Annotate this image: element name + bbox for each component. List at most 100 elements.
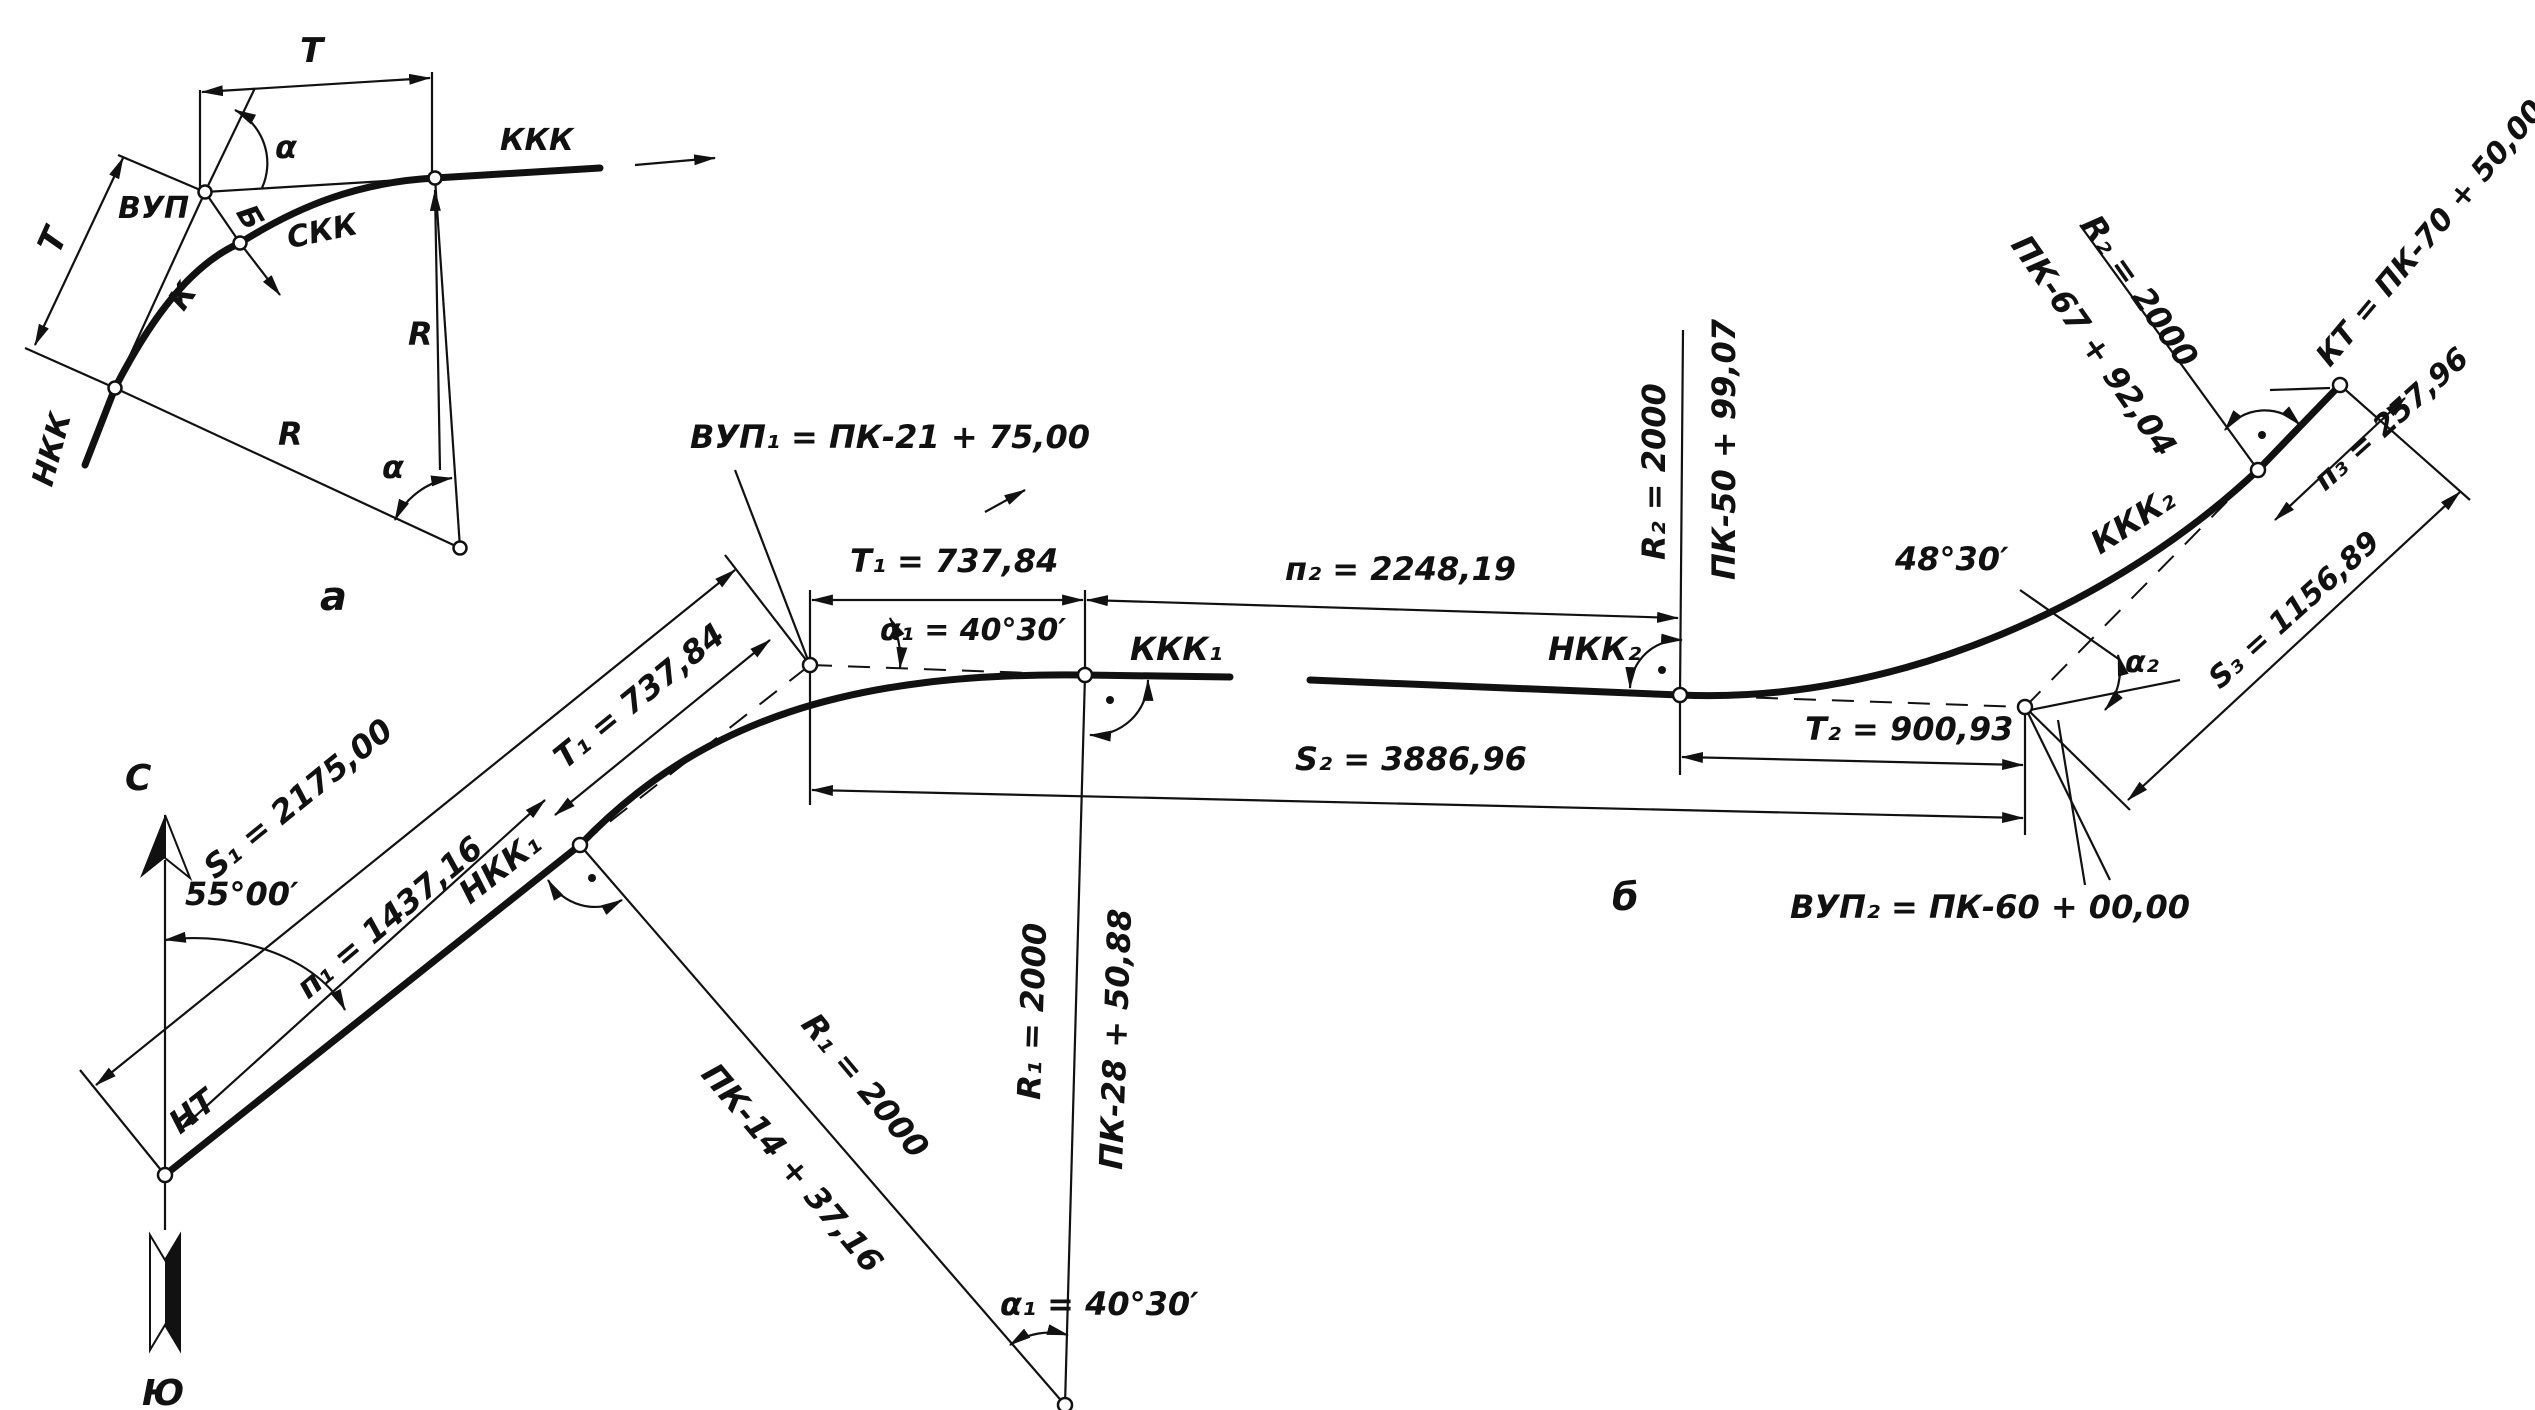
angle2-pointer — [2019, 589, 2121, 661]
inset-radius-right — [433, 177, 462, 549]
nkk1-right-angle-arc — [547, 879, 623, 915]
center1-point — [1056, 1396, 1074, 1410]
kt-pointer — [2269, 386, 2331, 392]
vup2-point — [2016, 698, 2034, 716]
inset-nkk-label: НКК — [26, 408, 79, 490]
south-arrow-shade — [165, 1235, 180, 1350]
inset-T-top-label: T — [300, 31, 326, 71]
alignment-straight-2a — [1081, 671, 1234, 681]
inset-caption: а — [320, 574, 347, 620]
alpha1-bottom-label: α₁ = 40°30′ — [1000, 1285, 1199, 1323]
alignment-straight-2b — [1306, 676, 1684, 699]
s1-dimension-line — [95, 569, 736, 1086]
nkk2-right-angle-arc — [1625, 633, 1684, 690]
inset-start-tangent — [81, 384, 119, 469]
vup2-pointer-1 — [2024, 706, 2111, 881]
inset-direction-arrow — [634, 154, 717, 167]
inset-R-right-label: R — [408, 315, 433, 353]
north-arrow-right-half — [164, 814, 193, 882]
nkk2-right-angle-dot — [1658, 666, 1666, 674]
s3-label: S₃ = 1156,89 — [2202, 524, 2387, 695]
inset-alpha-top-arc — [234, 109, 269, 189]
nkk1-point — [571, 836, 589, 854]
north-arrow-left-half — [140, 815, 165, 878]
inset-kkk-label: ККК — [500, 123, 575, 158]
kkk1-label: ККК₁ — [1130, 630, 1222, 668]
inset-center-point — [452, 540, 468, 556]
t2-dimension-line — [1680, 751, 2025, 771]
inset-a-labels: T T α ВУП Б СКК ККК К НКК R R α а — [26, 31, 575, 620]
s1-label: S₁ = 2175,00 — [196, 711, 400, 886]
inset-b-arrow — [239, 242, 281, 296]
tangent-extension-1b — [809, 664, 1086, 676]
inset-alpha-center-label: α — [382, 448, 405, 486]
inset-T-left-label: T — [30, 219, 77, 259]
s2-label: S₂ = 3886,96 — [1295, 740, 1527, 778]
vup1-point — [801, 656, 819, 674]
kkk2-right-angle-dot — [2258, 431, 2266, 439]
radius-R1-diagonal — [579, 844, 1066, 1406]
angle2-label: 48°30′ — [1894, 540, 2009, 578]
north-label: С — [125, 758, 152, 799]
inset-end-tangent — [431, 164, 604, 182]
inset-kkk-point — [427, 170, 443, 186]
inset-ext-3 — [117, 153, 206, 194]
south-label: Ю — [142, 1373, 184, 1410]
s1-ext-start — [79, 1069, 166, 1176]
alpha2-label: α₂ — [2125, 645, 2159, 680]
kkk1-right-angle-arc — [1088, 678, 1154, 742]
pk50-label: ПК-50 + 99,07 — [1705, 318, 1743, 580]
t1-top-label: T₁ = 737,84 — [850, 542, 1058, 580]
vup1-label: ВУП₁ = ПК-21 + 75,00 — [690, 418, 1090, 456]
kkk2-right-angle-arc — [2224, 406, 2301, 431]
alpha1-top-arc — [889, 617, 908, 670]
pk28-label: ПК-28 + 50,88 — [1092, 908, 1139, 1170]
kt-label: КТ = ПК-70 + 50,00 — [2309, 93, 2535, 373]
inset-bisector — [204, 191, 241, 244]
inset-alpha-line — [204, 87, 256, 193]
azimuth-label: 55°00′ — [185, 875, 299, 913]
alpha2-leg — [2029, 678, 2181, 712]
plan-geometry — [79, 224, 2471, 1410]
inset-nkk-point — [107, 380, 123, 396]
nkk2-point — [1671, 686, 1689, 704]
vup2-label: ВУП₂ = ПК-60 + 00,00 — [1790, 888, 2190, 926]
s3-ext-start — [2024, 706, 2131, 811]
nkk1-right-angle-dot — [588, 874, 596, 882]
inset-R-arrow — [429, 188, 442, 471]
alpha1-top-label: α₁ = 40°30′ — [880, 613, 1066, 648]
kkk2-point — [2249, 461, 2267, 479]
s2-dimension-line — [810, 784, 2025, 824]
ht-point — [156, 1166, 174, 1184]
inset-T-top-dim — [200, 73, 432, 97]
n1-label: п₁ = 1437,16 — [289, 829, 490, 1007]
kkk1-point — [1076, 666, 1094, 684]
inset-a-geometry — [24, 72, 717, 556]
inset-vup-point — [197, 184, 213, 200]
n3-dimension-line — [2274, 397, 2406, 521]
n1-dimension-line — [179, 799, 546, 1131]
r2-vertical-label: R₂ = 2000 — [1635, 383, 1673, 560]
r1-vertical-label: R₁ = 2000 — [1010, 922, 1054, 1100]
inset-T-left-dim — [34, 157, 124, 346]
vup1-direction-arrow — [984, 489, 1026, 513]
nkk2-label: НКК₂ — [1548, 630, 1641, 668]
inset-ext-4 — [24, 346, 116, 390]
s3-dimension-line — [2127, 491, 2461, 801]
t2-label: T₂ = 900,93 — [1805, 710, 2013, 748]
inset-alpha-center-arc — [394, 475, 454, 521]
inset-ckk-point — [232, 235, 248, 251]
t1-diagonal-dimension — [554, 639, 771, 816]
inset-R-lower-label: R — [278, 415, 303, 453]
inset-vup-label: ВУП — [118, 191, 189, 226]
inset-radius-lower — [114, 387, 461, 549]
plan-labels: ВУП₁ = ПК-21 + 75,00 T₁ = 737,84 α₁ = 40… — [125, 93, 2535, 1410]
n2-dimension-line — [1085, 595, 1680, 623]
plan-caption: б — [1612, 875, 1639, 919]
n2-label: п₂ = 2248,19 — [1285, 550, 1516, 588]
alpha2-arc — [2104, 653, 2129, 711]
s1-ext-end — [724, 554, 811, 666]
vup2-pointer-2 — [2056, 719, 2087, 886]
kt-point — [2331, 376, 2349, 394]
